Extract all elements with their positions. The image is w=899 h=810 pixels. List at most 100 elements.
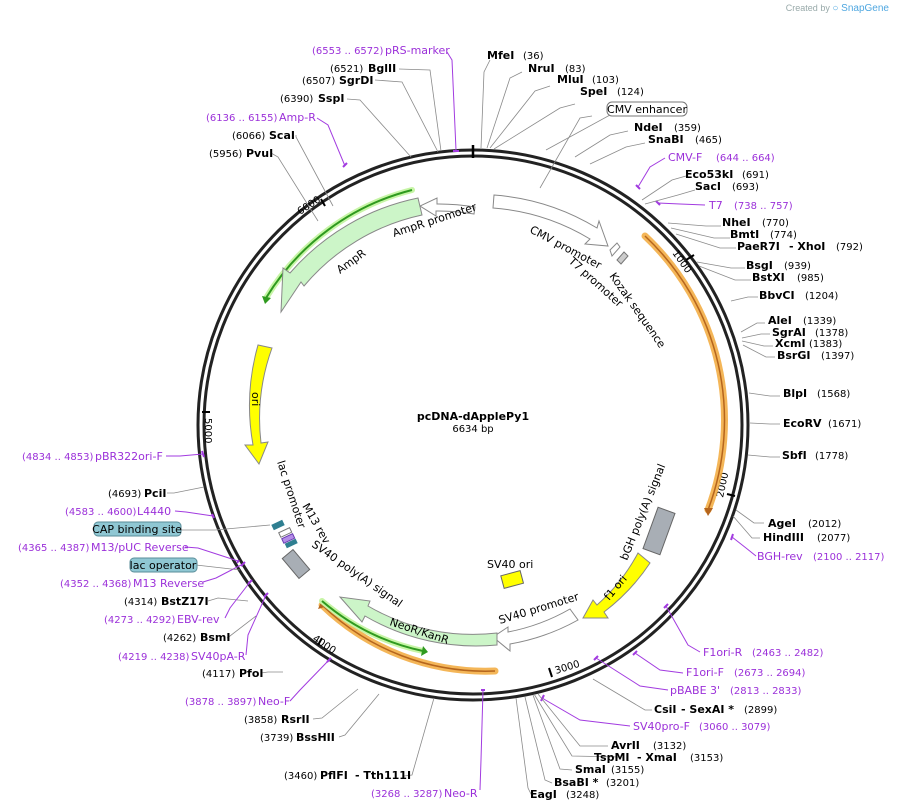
site-nrui-pos: (83) [565,64,586,75]
site-agei-pos: (2012) [808,519,841,530]
green-arc-left [265,189,413,299]
cap-site-label: CAP binding site [92,523,182,536]
site-bstz17i: BstZ17I [161,595,209,608]
site-sgrdi-pos: (6507) [302,76,335,87]
primer-leaders [166,51,757,791]
primer-sv40pro-f: SV40pro-F [633,720,690,733]
brand-name: SnapGene [841,3,889,14]
site-spei-pos: (124) [617,87,644,98]
bgh-polya-box [642,506,676,556]
site-smai-pos: (3155) [611,765,644,776]
lac-operator-label: lac operator [130,559,197,572]
site-avrii-pos: (3132) [653,741,686,752]
primer-neo-r: Neo-R [444,787,478,800]
site-bsabi: BsaBI * [554,776,599,789]
primer-ebv-rev-range: (4273 .. 4292) [104,615,176,626]
site-xcmi: XcmI [775,337,806,350]
primer-t7: T7 [708,199,723,212]
primer-f1ori-f-range: (2673 .. 2694) [734,668,806,679]
site-ndei: NdeI [634,121,663,134]
f1-ori-arrow [582,552,651,619]
site-scai: ScaI [269,129,295,142]
site-bstz17i-pos: (4314) [124,597,157,608]
primer-prs-marker-range: (6553 .. 6572) [312,46,384,57]
site-alei-pos: (1339) [803,316,836,327]
cmv-enhancer-label: CMV enhancer [607,103,687,116]
primer-bgh-rev: BGH-rev [757,550,803,563]
site-mfei-pos: (36) [523,51,544,62]
site-nrui: NruI [528,62,555,75]
site-avrii: AvrII [611,739,640,752]
primer-f1ori-f: F1ori-F [686,666,724,679]
site-bsgi-pos: (939) [784,261,811,272]
site-sspi-pos: (6390) [280,94,313,105]
m13-rev-mark [281,532,296,544]
green-arc-bottom-head [421,646,428,656]
lac-promoter-mark [278,526,293,538]
site-ecorv-pos: (1671) [828,419,861,430]
site-pcii: PciI [144,487,166,500]
site-sspi: SspI [318,92,344,105]
primer-ebv-rev: EBV-rev [177,613,220,626]
kozak-marker [616,251,629,265]
site-sbfi-pos: (1778) [815,451,848,462]
primer-f1ori-r-range: (2463 .. 2482) [752,648,824,659]
primer-pbabe3: pBABE 3' [670,684,720,697]
site-tth111i: - Tth111I [355,769,411,782]
site-sexai: - SexAI * [681,703,734,716]
site-bglii-pos: (6521) [330,64,363,75]
site-tspmi: TspMI [594,751,630,764]
site-bbvci-pos: (1204) [805,291,838,302]
site-spei: SpeI [580,85,607,98]
site-saci: SacI [695,180,721,193]
site-xcmi-pos: (1383) [809,339,842,350]
lac-operator-mark [284,538,298,549]
site-pfoi-pos: (4117) [202,669,235,680]
ori-arrow [244,344,273,466]
site-bstxi-pos: (985) [797,273,824,284]
orange-arc-bottom-line [321,604,496,672]
primer-pbabe3-range: (2813 .. 2833) [730,686,802,697]
site-bbvci: BbvCI [759,289,795,302]
primer-pbr322: pBR322ori-F [95,450,163,463]
site-bsrgi-pos: (1397) [821,351,854,362]
primer-l4440: L4440 [137,505,171,518]
site-hindiii: HindIII [763,531,804,544]
lac-operator-box [129,557,198,573]
primer-f1ori-r: F1ori-R [703,646,743,659]
site-rsrii: RsrII [281,713,310,726]
primer-prs-marker: pRS-marker [385,44,450,57]
site-sbfi: SbfI [782,449,807,462]
site-pvui-pos: (5956) [209,149,242,160]
site-bsgi: BsgI [746,259,773,272]
site-nhei-pos: (770) [762,218,789,229]
kozak-label: Kozak sequence [607,270,669,350]
site-paer7i: PaeR7I [737,240,780,253]
site-snabi: SnaBI [648,133,684,146]
t7-promoter-arrow [609,242,621,257]
site-bstxi: BstXI [752,271,785,284]
primer-neo-r-range: (3268 .. 3287) [371,789,443,800]
site-nhei: NheI [722,216,751,229]
sv40-ori-label: SV40 ori [487,558,533,571]
site-eagi-pos: (3248) [566,790,599,801]
site-hindiii-pos: (2077) [817,533,850,544]
site-scai-pos: (6066) [232,131,265,142]
snapgene-logo: ○ SnapGene [832,3,889,14]
tick-6000: 6000 [296,194,323,217]
site-ecorv: EcoRV [783,417,822,430]
site-pfoi: PfoI [239,667,264,680]
primer-bgh-rev-range: (2100 .. 2117) [813,552,885,563]
scale-ticks: 1000 2000 3000 4000 5000 6000 [202,194,736,678]
primer-sv40pa-r-range: (4219 .. 4238) [118,652,190,663]
green-arc-bottom [321,600,424,652]
site-xhoi: - XhoI [789,240,825,253]
tick-5000: 5000 [202,418,213,443]
site-blpi-pos: (1568) [817,389,850,400]
plasmid-size: 6634 bp [452,424,493,435]
cutter-leaders [167,59,780,797]
site-csii: CsiI [654,703,676,716]
site-tspmi-pos: (3153) [690,753,723,764]
cap-site-mark [271,519,285,531]
